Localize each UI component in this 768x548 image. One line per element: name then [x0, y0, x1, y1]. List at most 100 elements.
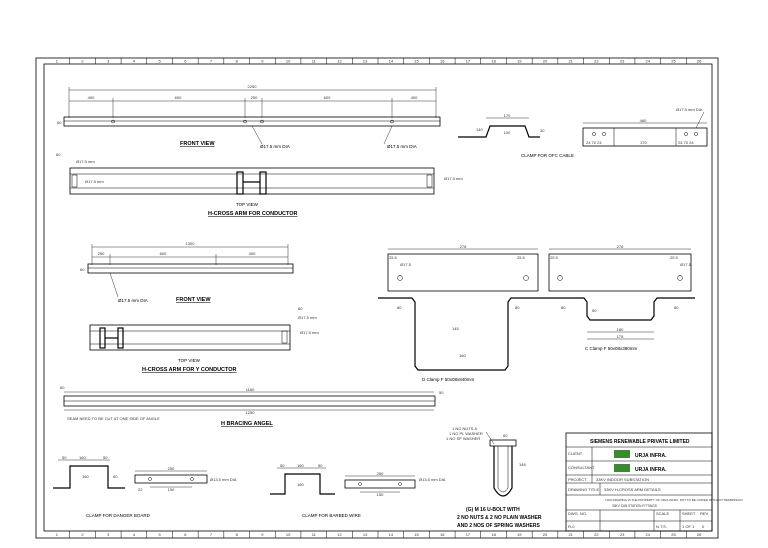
bottom-grid-number-17: 17	[466, 532, 471, 537]
ofc-plate-seg-3: 24 70 24	[678, 140, 694, 145]
front-view-h-cross-arm: 2250 400 600 250 600 400 60 Ø17.5 mm DIA…	[57, 84, 441, 149]
ubolt-dim-side: 148	[519, 462, 526, 467]
bottom-grid-number-18: 18	[491, 532, 496, 537]
front-view-overall-dim: 2250	[248, 84, 258, 89]
danger-p3: 22	[138, 487, 143, 492]
bottom-grid-number-10: 10	[286, 532, 291, 537]
top-grid-number-7: 7	[210, 59, 213, 64]
top-hole-1: Ø17.5 mm	[76, 159, 95, 164]
bottom-grid-number-15: 15	[414, 532, 419, 537]
rev-label: REV	[700, 511, 709, 516]
top-grid-number-13: 13	[363, 59, 368, 64]
danger-clamp-title: CLAMP FOR DANGER BOARD	[86, 513, 151, 518]
c-clamp-hole: Ø17.5	[680, 262, 692, 267]
ofc-dim-inner: 100	[504, 130, 511, 135]
bottom-grid-number-5: 5	[158, 532, 161, 537]
ofc-plate-overall: 460	[640, 118, 647, 123]
drawing-label: DRAWING TITLE	[568, 487, 599, 492]
top-grid-number-16: 16	[440, 59, 445, 64]
front-angle-bar	[63, 116, 441, 127]
ofc-dim-left: 140	[476, 127, 483, 132]
top-side-dim: 60	[56, 152, 61, 157]
title-block-frame	[565, 432, 713, 532]
d-clamp-hole: Ø17.5	[400, 262, 412, 267]
front-side-dim: 60	[57, 120, 62, 125]
y-top-hole-2: Ø17.5 mm	[300, 330, 319, 335]
bottom-grid-number-13: 13	[363, 532, 368, 537]
d-clamp-plate	[387, 253, 539, 292]
danger-d5: 60	[113, 474, 118, 479]
top-grid-number-2: 2	[81, 59, 84, 64]
consultant-name: URJA INFRA.	[635, 467, 667, 473]
bottom-grid-number-7: 7	[210, 532, 213, 537]
c-clamp-flange-left: 80	[561, 305, 566, 310]
y-front-side-dim: 60	[80, 267, 85, 272]
ofc-dim-right: 30	[540, 128, 545, 133]
bottom-grid-number-3: 3	[107, 532, 110, 537]
bottom-grid-number-24: 24	[646, 532, 651, 537]
client-logo	[614, 450, 630, 458]
c-clamp-left-small: 25.5	[550, 255, 559, 260]
bottom-grid-number-26: 26	[697, 532, 702, 537]
d-clamp-height: 145	[452, 326, 459, 331]
bottom-grid-number-22: 22	[594, 532, 599, 537]
barbed-p2: 150	[377, 492, 384, 497]
c-clamp-inner-1: 180	[617, 327, 624, 332]
top-grid-number-22: 22	[594, 59, 599, 64]
ofc-clamp-profile	[458, 125, 540, 138]
title-block: SIEMENS RENEWABLE PRIVATE LIMITED CLIENT…	[565, 432, 743, 532]
d-clamp-left-small: 25.5	[389, 255, 398, 260]
y-front-seg-1: 250	[98, 251, 105, 256]
top-grid-number-3: 3	[107, 59, 110, 64]
top-grid-number-21: 21	[568, 59, 573, 64]
y-top-subtitle: H-CROSS ARM FOR Y CONDUCTOR	[142, 367, 237, 373]
project-name: 33KV INDOOR SUBSTATION	[596, 477, 649, 482]
top-grid-number-11: 11	[312, 59, 317, 64]
d-clamp-right-small: 25.5	[517, 255, 526, 260]
y-top-title: TOP VIEW	[178, 358, 201, 363]
top-grid-number-17: 17	[466, 59, 471, 64]
front-seg-5: 400	[411, 95, 418, 100]
barbed-d2: 160	[297, 463, 304, 468]
top-grid-number-6: 6	[184, 59, 187, 64]
barbed-p1: 250	[377, 471, 384, 476]
top-grid-number-20: 20	[543, 59, 548, 64]
barbed-d1: 50	[280, 463, 285, 468]
ubolt-dim-top: 60	[503, 433, 508, 438]
danger-d3: 50	[103, 455, 108, 460]
company-name: SIEMENS RENEWABLE PRIVATE LIMITED	[590, 439, 690, 445]
top-grid-number-12: 12	[337, 59, 342, 64]
top-grid-number-25: 25	[671, 59, 676, 64]
top-grid-number-24: 24	[646, 59, 651, 64]
bottom-grid-number-19: 19	[517, 532, 522, 537]
c-clamp-profile	[545, 297, 695, 321]
ownership-note: THIS DRAWING IS THE PROPERTY OF URJA INF…	[605, 498, 743, 502]
top-grid-number-19: 19	[517, 59, 522, 64]
bracing-left-dim: 60	[60, 385, 65, 390]
y-front-seg-3: 400	[249, 251, 256, 256]
d-clamp: 276 25.5 25.5 Ø17.5 80 80 145 160 D Clam…	[378, 244, 545, 382]
top-grid-number-15: 15	[414, 59, 419, 64]
bottom-grid-number-6: 6	[184, 532, 187, 537]
barbed-plate	[344, 479, 416, 489]
bottom-grid-number-20: 20	[543, 532, 548, 537]
ubolt-note-1: 1 NO NUTS &	[452, 426, 477, 431]
rev-value: 0	[702, 524, 705, 529]
c-clamp: 276 25.5 25.5 Ø17.5 80 80 50 180 175 C C…	[545, 244, 695, 351]
grid-marks: 1122334455667788991010111112121313141415…	[56, 58, 702, 538]
ubolt-note-3: 1 NO SP WASHER	[446, 436, 480, 441]
d-clamp-profile	[378, 297, 545, 371]
outer-border	[35, 57, 719, 539]
bottom-grid-number-2: 2	[81, 532, 84, 537]
d-clamp-title: D Clamp F 50x08x840mm	[422, 377, 475, 382]
top-grid-number-23: 23	[620, 59, 625, 64]
d-clamp-top-dim: 276	[460, 244, 467, 249]
danger-d4: 160	[82, 474, 89, 479]
danger-d1: 50	[62, 455, 67, 460]
top-grid-number-18: 18	[491, 59, 496, 64]
ofc-plate-seg-1: 24 70 24	[586, 140, 602, 145]
bracing-note: SEAM NEED TO BE CUT AT ONE SIDE OF ANGLE	[67, 416, 160, 421]
scale-label: SCALE	[656, 511, 669, 516]
